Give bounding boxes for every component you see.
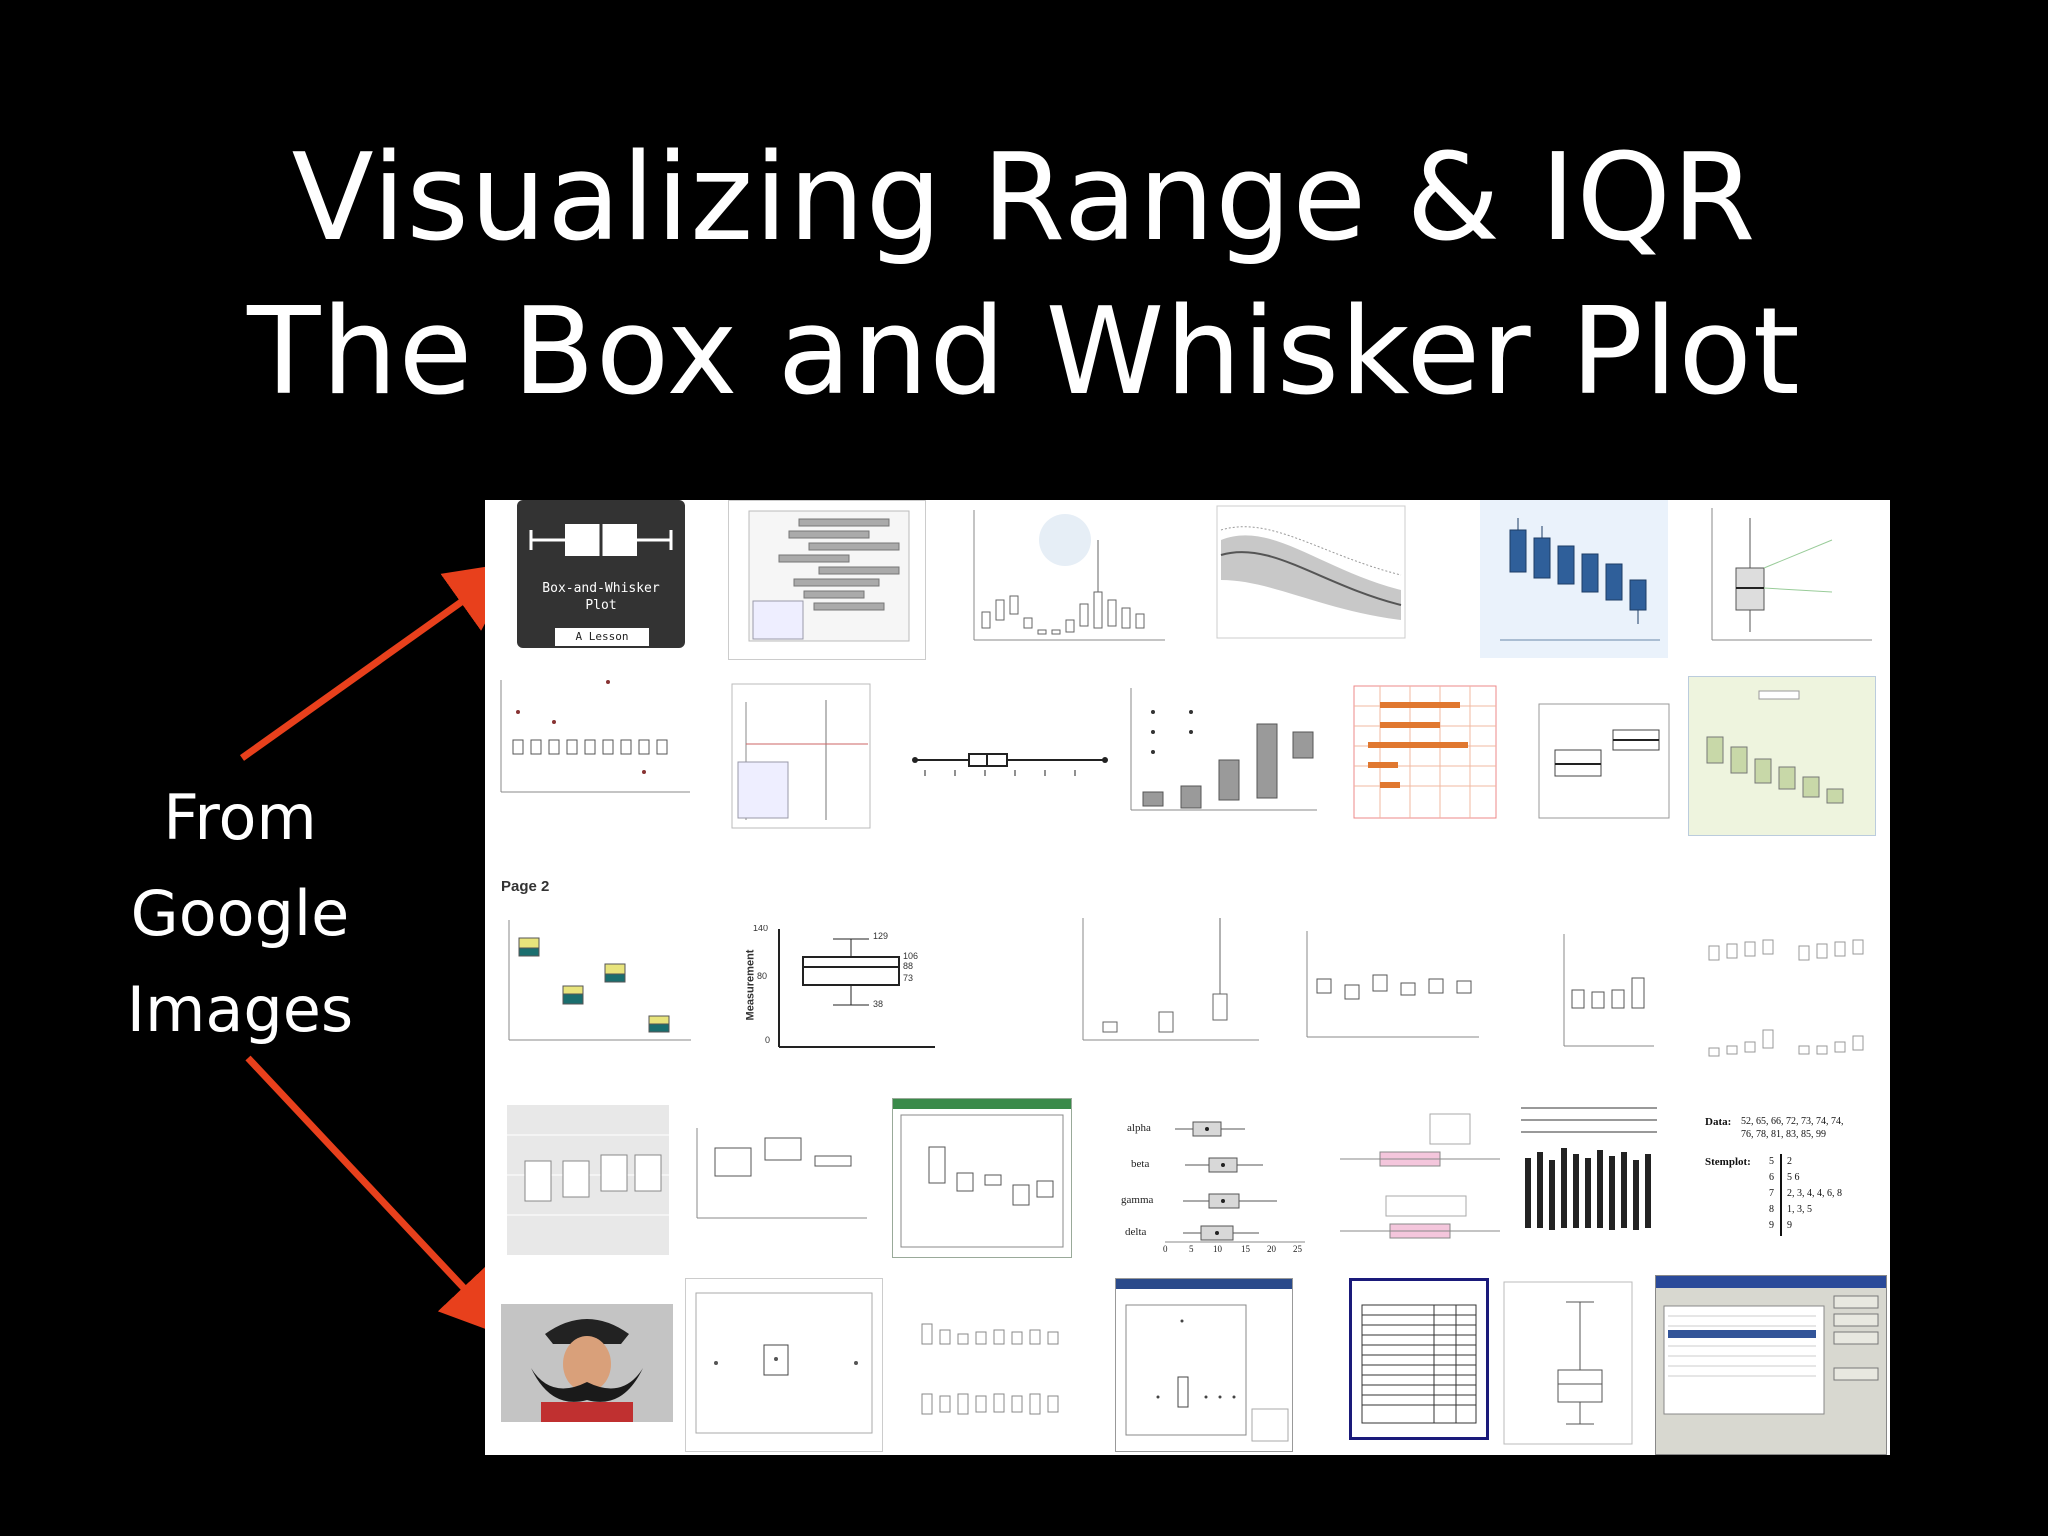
thumb-sparse-plot[interactable] [685, 1278, 883, 1452]
category-label: alpha [1127, 1122, 1151, 1134]
thumb-distribution-analysis[interactable] [1688, 676, 1876, 836]
category-xtick: 15 [1241, 1244, 1250, 1254]
category-xtick: 5 [1189, 1244, 1194, 1254]
measurement-ytick: 80 [757, 971, 768, 981]
thumb-measurement-chart[interactable]: Measurement 140 80 0 129 106 88 73 38 [743, 925, 937, 1051]
thumb-colored-boxes[interactable] [499, 910, 695, 1060]
thumb-stacked-panels[interactable] [908, 1284, 1076, 1450]
category-label: delta [1125, 1226, 1147, 1238]
measurement-ytick: 0 [765, 1035, 771, 1045]
measurement-annotation: 38 [873, 999, 884, 1009]
thumb-two-boxes[interactable] [1535, 700, 1673, 822]
lesson-button[interactable]: A Lesson [555, 628, 649, 646]
thumb-template-table[interactable] [1349, 1278, 1489, 1440]
thumb-tall-whisker[interactable] [1063, 912, 1263, 1060]
slide-title-line-2: The Box and Whisker Plot [247, 283, 1801, 422]
measurement-annotation: 73 [903, 973, 914, 983]
thumb-noaa-boxes[interactable] [960, 500, 1170, 658]
stem-data-line-1: 52, 65, 66, 72, 73, 74, 74, [1741, 1116, 1844, 1127]
arrow-down [245, 1055, 512, 1339]
thumb-gray-boxes[interactable] [1121, 682, 1321, 834]
thumb-six-samples[interactable] [1297, 925, 1483, 1055]
thumb-orange-grid[interactable] [1340, 676, 1504, 838]
category-xtick: 25 [1293, 1244, 1302, 1254]
thumb-stem-leaf[interactable]: Data: 52, 65, 66, 72, 73, 74, 74, 76, 78… [1695, 1110, 1885, 1250]
source-label-line-3: Images [126, 973, 354, 1046]
thumb-annotated-box[interactable] [1692, 500, 1882, 662]
category-label: gamma [1121, 1194, 1154, 1206]
thumb-ggplot-boxes[interactable] [507, 1105, 669, 1255]
slide-title: Visualizing Range & IQR The Box and Whis… [0, 122, 2048, 430]
thumb-sample-plot[interactable] [728, 680, 874, 832]
thumb-many-boxes-outliers[interactable] [485, 672, 695, 812]
page-2-label: Page 2 [501, 878, 550, 895]
stem-divider [1780, 1154, 1782, 1236]
measurement-ylabel: Measurement [744, 949, 757, 1021]
thumb-single-box[interactable] [1500, 1278, 1636, 1450]
source-label-line-1: From [163, 781, 317, 854]
thumb-window-sparse[interactable] [1115, 1278, 1293, 1452]
stem-data-label: Data: [1705, 1116, 1732, 1128]
arrow-up [239, 561, 518, 761]
category-xtick: 10 [1213, 1244, 1222, 1254]
measurement-ytick: 140 [753, 925, 769, 933]
thumb-pink-annotations[interactable] [1330, 1112, 1506, 1252]
thumb-mustache-photo[interactable] [501, 1304, 673, 1422]
thumb-timeseries-bands[interactable] [1211, 500, 1411, 650]
thumb-blue-boxes[interactable] [1480, 500, 1668, 658]
boxplot-glyph [529, 524, 673, 556]
thumb-window-boxplot[interactable] [892, 1098, 1072, 1258]
measurement-annotation: 88 [903, 961, 914, 971]
stemplot-label: Stemplot: [1705, 1156, 1751, 1168]
measurement-annotation: 106 [903, 951, 919, 961]
thumb-small-multiples[interactable] [1695, 920, 1883, 1068]
thumb-categorical-boxes[interactable]: alpha beta gamma delta 0 5 10 15 20 25 [1113, 1108, 1309, 1258]
thumb-references-dialog[interactable] [1655, 1275, 1887, 1455]
source-label-line-2: Google [130, 877, 350, 950]
category-label: beta [1131, 1158, 1150, 1170]
category-xtick: 0 [1163, 1244, 1168, 1254]
thumb-number-line-box[interactable] [905, 730, 1115, 790]
thumb-dense-boxes[interactable] [1515, 1098, 1663, 1256]
source-label: From Google Images [100, 770, 380, 1058]
measurement-annotation: 129 [873, 931, 889, 941]
stem-data-line-2: 76, 78, 81, 83, 85, 99 [1741, 1129, 1826, 1140]
category-xtick: 20 [1267, 1244, 1276, 1254]
thumb-horizontal-boxes[interactable] [728, 500, 926, 660]
slide-title-line-1: Visualizing Range & IQR [291, 129, 1757, 268]
thumb-three-boxes[interactable] [681, 1122, 871, 1246]
thumb-abcd-boxes[interactable] [1550, 928, 1658, 1052]
